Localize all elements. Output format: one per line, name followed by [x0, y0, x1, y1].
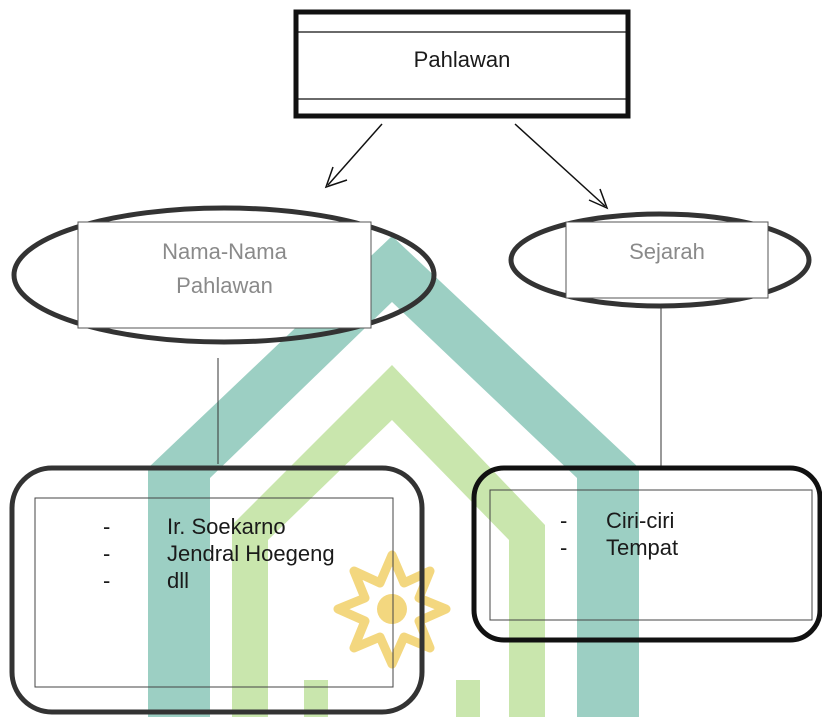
watermark-inner-base	[304, 680, 328, 717]
sejarah-title: Sejarah	[629, 239, 705, 264]
sejarah-list: - Ciri-ciri - Tempat	[560, 507, 678, 561]
bullet-dash: -	[103, 541, 111, 566]
watermark-outer-arch	[148, 236, 639, 717]
nama-nama-title-line2: Pahlawan	[176, 273, 273, 298]
sejarah-list-inner	[489, 489, 813, 621]
sejarah-list-outer	[471, 465, 822, 643]
list-item-label: dll	[167, 568, 190, 593]
sejarah-ellipse	[508, 211, 812, 309]
list-item: - dll	[103, 567, 335, 594]
list-item: - Ciri-ciri	[560, 507, 678, 534]
nama-nama-title: Nama-Nama Pahlawan	[78, 237, 371, 301]
list-item: - Jendral Hoegeng	[103, 540, 335, 567]
names-list-outer	[9, 465, 425, 715]
arrow-to-nama-nama	[324, 123, 383, 189]
bullet-dash: -	[560, 508, 568, 533]
list-item-label: Jendral Hoegeng	[167, 541, 335, 566]
list-item-label: Tempat	[606, 535, 679, 560]
bullet-dash: -	[103, 568, 111, 593]
bullet-dash: -	[103, 514, 111, 539]
watermark-inner-base-right	[456, 680, 480, 717]
names-list: - Ir. Soekarno - Jendral Hoegeng - dll	[103, 513, 335, 594]
names-list-inner	[34, 497, 394, 688]
nama-nama-box	[77, 221, 372, 329]
watermark-inner-arch	[232, 365, 545, 717]
watermark-star-center	[377, 594, 407, 624]
arrow-to-sejarah	[514, 123, 609, 210]
sejarah-box	[565, 221, 769, 299]
nama-nama-title-line1: Nama-Nama	[162, 239, 287, 264]
list-item-label: Ir. Soekarno	[167, 514, 286, 539]
list-item: - Ir. Soekarno	[103, 513, 335, 540]
list-item: - Tempat	[560, 534, 678, 561]
list-item-label: Ciri-ciri	[606, 508, 675, 533]
root-title: Pahlawan	[413, 47, 511, 72]
root-box	[293, 9, 631, 119]
nama-nama-ellipse	[11, 205, 437, 345]
bullet-dash: -	[560, 535, 568, 560]
